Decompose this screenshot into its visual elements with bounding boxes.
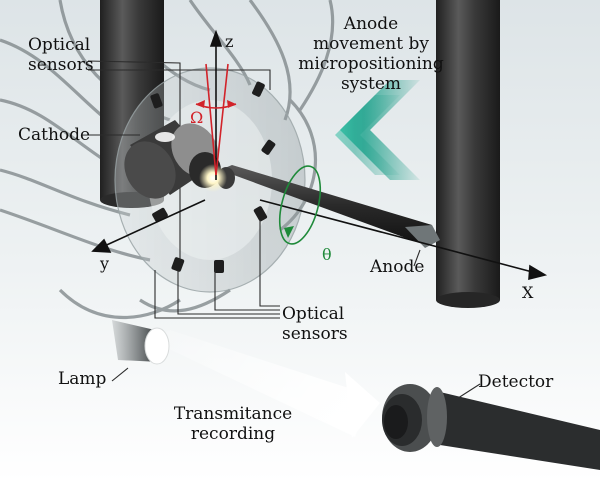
x-axis-label: X bbox=[522, 283, 533, 302]
cathode-label: Cathode bbox=[18, 125, 90, 145]
omega-label: Ω bbox=[190, 108, 203, 127]
plasma-glow bbox=[199, 164, 227, 192]
detector-label: Detector bbox=[478, 372, 553, 392]
optical-sensors-bottom-label: Optical sensors bbox=[282, 304, 348, 344]
optical-sensors-top-label: Optical sensors bbox=[28, 35, 94, 75]
lamp-label: Lamp bbox=[58, 369, 106, 389]
anode-movement-label: Anode movement by micropositioning syste… bbox=[296, 14, 446, 94]
z-axis-label: z bbox=[225, 32, 233, 51]
transmitance-label: Transmitance recording bbox=[158, 404, 308, 444]
theta-label: θ bbox=[322, 245, 332, 264]
y-axis-label: y bbox=[100, 254, 109, 273]
anode-label: Anode bbox=[370, 257, 424, 277]
